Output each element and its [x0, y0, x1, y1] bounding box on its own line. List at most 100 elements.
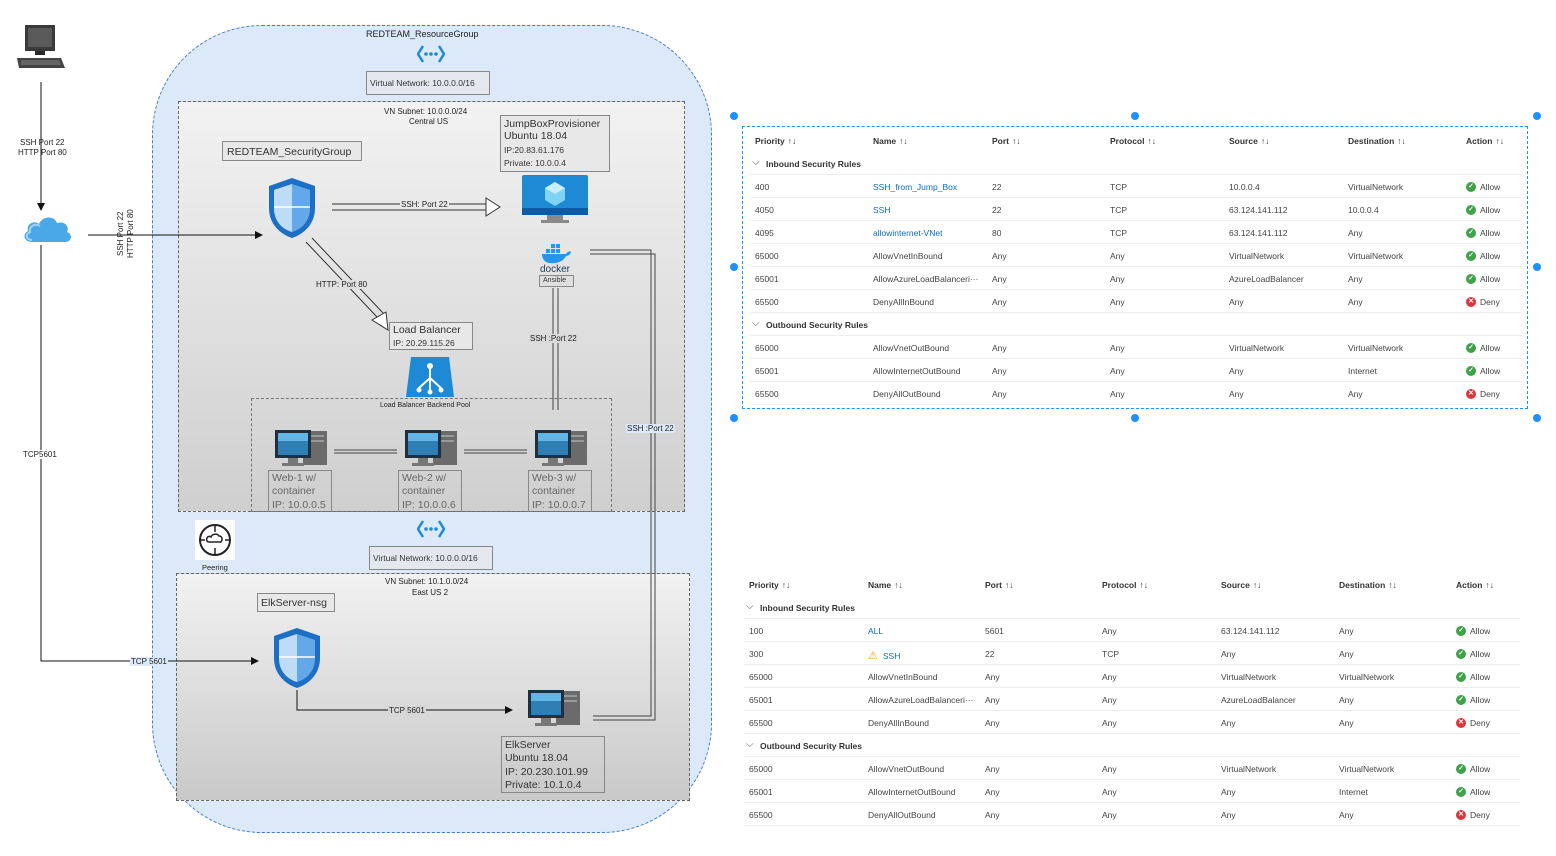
rule-name: DenyAllOutBound: [873, 389, 941, 399]
sort-icon[interactable]: ↑↓: [787, 136, 797, 146]
column-header-protocol[interactable]: Protocol↑↓: [1102, 580, 1148, 590]
outbound-section-header[interactable]: ⌵ Outbound Security Rules: [744, 734, 1520, 757]
action-label: Allow: [1480, 228, 1501, 238]
sort-icon[interactable]: ↑↓: [1147, 136, 1156, 146]
column-header-action[interactable]: Action↑↓: [1466, 136, 1504, 146]
column-header-label: Name: [873, 136, 897, 146]
edge-cloud-elknsg: [40, 245, 259, 665]
name-cell[interactable]: allowinternet-VNet: [873, 228, 942, 238]
inbound-section-header[interactable]: ⌵Inbound Security Rules: [744, 596, 1520, 619]
column-header-name[interactable]: Name↑↓: [873, 136, 908, 146]
column-header-source[interactable]: Source↑↓: [1229, 136, 1269, 146]
selection-handle[interactable]: [1533, 414, 1541, 422]
sort-icon[interactable]: ↑↓: [1252, 580, 1262, 590]
selection-handle[interactable]: [730, 263, 738, 271]
action-cell: ✓Allow: [1466, 228, 1500, 238]
chevron-down-icon[interactable]: ⌵: [746, 601, 754, 612]
selection-handle[interactable]: [730, 112, 738, 120]
action-cell: ✓Allow: [1456, 787, 1490, 797]
column-header-priority[interactable]: Priority↑↓: [749, 580, 790, 590]
sort-icon[interactable]: ↑↓: [899, 136, 908, 146]
sort-icon[interactable]: ↑↓: [1397, 136, 1406, 146]
column-header-port[interactable]: Port↑↓: [992, 136, 1021, 146]
column-header-protocol[interactable]: Protocol↑↓: [1110, 136, 1156, 146]
sort-icon[interactable]: ↑↓: [1005, 580, 1014, 590]
selection-handle[interactable]: [730, 414, 738, 422]
chevron-down-icon[interactable]: ⌵: [752, 157, 760, 168]
column-header-destination[interactable]: Destination↑↓: [1339, 580, 1397, 590]
vnet2-label: Virtual Network: 10.0.0.0/16: [373, 553, 478, 563]
sort-icon[interactable]: ↑↓: [1260, 136, 1270, 146]
load-balancer-name: Load Balancer: [393, 324, 461, 336]
column-header-action[interactable]: Action↑↓: [1456, 580, 1494, 590]
rule-link[interactable]: ALL: [868, 626, 884, 636]
rule-link[interactable]: SSH_from_Jump_Box: [873, 182, 958, 192]
selection-handle[interactable]: [1533, 263, 1541, 271]
column-header-port[interactable]: Port↑↓: [985, 580, 1014, 590]
outbound-section-header[interactable]: ⌵Outbound Security Rules: [750, 313, 1522, 336]
allow-check-icon: ✓: [1466, 251, 1476, 261]
source-cell: 10.0.0.4: [1229, 182, 1260, 192]
sort-icon[interactable]: ↑↓: [1139, 580, 1148, 590]
inbound-section-header[interactable]: ⌵Inbound Security Rules: [750, 152, 1522, 175]
chevron-down-icon[interactable]: ⌵: [746, 739, 754, 750]
source-cell: Any: [1221, 718, 1236, 728]
rule-link[interactable]: SSH: [882, 651, 901, 661]
name-cell[interactable]: ⚠SSH: [868, 649, 900, 662]
destination-cell: Any: [1348, 228, 1363, 238]
action-label: Deny: [1470, 718, 1490, 728]
name-cell[interactable]: ALL: [868, 626, 883, 636]
port-cell: Any: [985, 764, 1000, 774]
column-header-name[interactable]: Name↑↓: [868, 580, 903, 590]
allow-check-icon: ✓: [1466, 274, 1476, 284]
chevron-down-icon[interactable]: ⌵: [752, 318, 760, 329]
action-cell: ✓Allow: [1456, 626, 1490, 636]
section-title: Outbound Security Rules: [760, 741, 863, 751]
rule-name: AllowInternetOutBound: [873, 366, 961, 376]
sort-icon[interactable]: ↑↓: [1012, 136, 1021, 146]
selection-handle[interactable]: [1131, 414, 1139, 422]
web1-line1: Web-1 w/: [272, 472, 317, 484]
selection-handle[interactable]: [1131, 112, 1139, 120]
priority-cell: 65000: [755, 343, 779, 353]
allow-check-icon: ✓: [1466, 366, 1476, 376]
web1-box: Web-1 w/ container IP: 10.0.0.5: [268, 470, 332, 512]
name-cell[interactable]: SSH_from_Jump_Box: [873, 182, 957, 192]
rule-link[interactable]: allowinternet-VNet: [873, 228, 943, 238]
rule-link[interactable]: SSH: [873, 205, 891, 215]
table1-selection-frame[interactable]: [742, 126, 1528, 409]
name-cell: AllowInternetOutBound: [868, 787, 955, 797]
column-header-source[interactable]: Source↑↓: [1221, 580, 1261, 590]
sort-icon[interactable]: ↑↓: [1485, 580, 1494, 590]
selection-handle[interactable]: [1533, 112, 1541, 120]
sort-icon[interactable]: ↑↓: [1495, 136, 1504, 146]
name-cell[interactable]: SSH: [873, 205, 890, 215]
protocol-cell: Any: [1110, 297, 1125, 307]
sort-icon[interactable]: ↑↓: [894, 580, 903, 590]
rule-name: AllowAzureLoadBalanceri···: [873, 274, 979, 284]
web3-server-icon: [535, 430, 587, 466]
column-header-destination[interactable]: Destination↑↓: [1348, 136, 1406, 146]
elk-nsg-label: ElkServer-nsg: [261, 597, 327, 609]
sort-icon[interactable]: ↑↓: [781, 580, 791, 590]
sort-icon[interactable]: ↑↓: [1388, 580, 1397, 590]
protocol-cell: Any: [1102, 626, 1117, 636]
column-header-priority[interactable]: Priority↑↓: [755, 136, 796, 146]
